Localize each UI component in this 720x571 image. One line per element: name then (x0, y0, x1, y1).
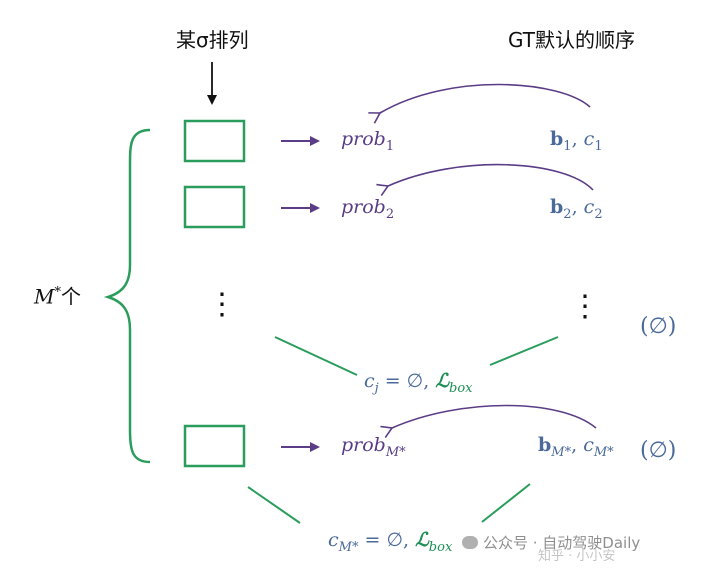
ellipsis-left: ⋮ (207, 287, 237, 322)
curved-arrow-2 (376, 163, 594, 197)
connector-line-left-1 (274, 336, 358, 376)
gt-cls: c (583, 434, 594, 456)
prob-label-1: prob1 (341, 130, 394, 153)
gt-cls-sub: M* (593, 444, 614, 460)
loss-symbol: ℒ (415, 529, 429, 551)
condition-2: cM* = ∅, ℒbox (328, 531, 452, 554)
watermark-overlay: 知乎 · 小小安 (538, 549, 616, 564)
cond-eq: = ∅, (358, 529, 416, 551)
prob-sub: M* (385, 444, 406, 460)
empty-mark-1: (∅) (640, 314, 677, 339)
prob-text: prob (341, 434, 386, 456)
cond-eq: = ∅, (378, 370, 436, 392)
gt-cls-sub: 2 (594, 206, 603, 222)
gt-box-sub: M* (551, 444, 572, 460)
prob-text: prob (341, 128, 386, 150)
gt-label-2: b2, c2 (550, 198, 603, 221)
loss-symbol: ℒ (435, 370, 450, 392)
connector-line-right-2 (481, 483, 531, 523)
m-count-label: M*个 (34, 286, 81, 307)
curved-arrow-m (380, 404, 597, 438)
m-star: * (54, 285, 61, 300)
cond-c: c (364, 370, 375, 392)
prob-text: prob (341, 196, 386, 218)
gt-sep: , (571, 196, 584, 218)
prob-sub: 1 (385, 138, 395, 154)
gt-sep: , (571, 434, 584, 456)
watermark: 公众号 · 自动驾驶Daily (462, 536, 640, 551)
query-box-1 (183, 119, 246, 163)
gt-cls: c (583, 128, 595, 150)
empty-mark-2: (∅) (640, 438, 677, 463)
prob-label-m: probM* (341, 436, 406, 459)
cond-sub: j (374, 380, 379, 396)
gt-cls-sub: 1 (594, 138, 603, 154)
gt-sep: , (571, 128, 584, 150)
m-symbol: M (34, 284, 55, 309)
loss-sub: box (449, 380, 473, 396)
connector-line-left-2 (247, 486, 301, 524)
gt-box: b (550, 196, 564, 218)
curved-arrow-1 (368, 83, 591, 124)
loss-sub: box (428, 539, 453, 555)
gt-label-1: b1, c1 (550, 130, 603, 153)
gt-box-sub: 1 (563, 138, 572, 154)
gt-label-m: bM*, cM* (538, 436, 614, 459)
watermark-text: 公众号 · 自动驾驶Daily (483, 534, 641, 552)
gt-box-sub: 2 (563, 206, 572, 222)
cond-sub: M* (338, 539, 359, 555)
gt-cls: c (583, 196, 595, 218)
gt-order-header: GT默认的顺序 (508, 28, 636, 52)
m-count-suffix: 个 (60, 284, 81, 309)
condition-1: cj = ∅, ℒbox (364, 372, 473, 395)
left-brace (103, 128, 151, 464)
box-loss: ℒbox (415, 529, 452, 554)
prob-sub: 2 (385, 206, 395, 222)
box-loss: ℒbox (435, 370, 472, 395)
cond-c: c (328, 529, 339, 551)
permutation-header: 某σ排列 (176, 28, 249, 52)
gt-box: b (538, 434, 552, 456)
wechat-icon (462, 536, 478, 549)
query-box-m (183, 424, 246, 468)
connector-line-right-1 (489, 336, 559, 366)
ellipsis-right: ⋮ (570, 289, 600, 324)
query-box-2 (183, 185, 246, 229)
gt-box: b (550, 128, 564, 150)
prob-label-2: prob2 (341, 198, 394, 221)
